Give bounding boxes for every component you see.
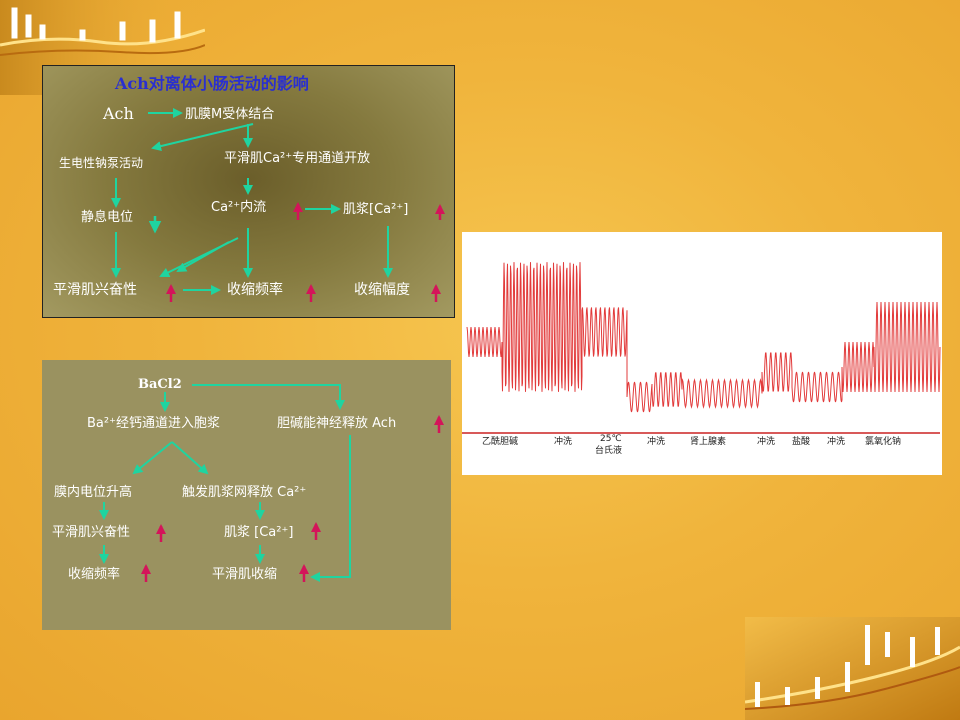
ach-effect-diagram: Ach对离体小肠活动的影响 Ach 肌膜M受体结合 生电性钠泵活动 平滑肌Ca²…: [42, 65, 455, 318]
label-wash-4: 冲洗: [827, 437, 846, 447]
membrane-potential-label: 膜内电位升高: [54, 485, 133, 500]
label-adrenaline: 肾上腺素: [690, 437, 727, 447]
label-hcl: 盐酸: [792, 437, 811, 447]
diagram-title: Ach对离体小肠活动的影响: [115, 74, 309, 93]
label-tyrode: 台氏液: [595, 446, 623, 456]
contraction-label: 平滑肌收缩: [212, 567, 278, 582]
cholinergic-label: 胆碱能神经释放 Ach: [277, 416, 397, 431]
contraction-trace: [462, 262, 941, 434]
sodium-pump-label: 生电性钠泵活动: [59, 156, 144, 170]
excitability-label-2: 平滑肌兴奋性: [52, 525, 131, 540]
contraction-trace-figure: 乙酰胆碱 冲洗 25℃ 台氏液 冲洗 肾上腺素 冲洗 盐酸 冲洗 氯氧化钠: [462, 232, 942, 475]
trigger-release-label: 触发肌浆网释放 Ca²⁺: [182, 485, 307, 500]
label-wash-2: 冲洗: [647, 437, 666, 447]
ca-channel-label: 平滑肌Ca²⁺专用通道开放: [224, 151, 371, 166]
frequency-label-2: 收缩频率: [68, 567, 121, 582]
sarcoplasm-ca-label-2: 肌浆 [Ca²⁺]: [224, 525, 294, 540]
ca-influx-label: Ca²⁺内流: [211, 200, 267, 215]
candlestick-decoration-bottom-right: [745, 617, 960, 720]
bacl2-effect-diagram: BaCl2 Ba²⁺经钙通道进入胞浆 胆碱能神经释放 Ach 膜内电位升高 触发…: [42, 360, 451, 630]
ach-label: Ach: [103, 104, 134, 123]
label-wash-3: 冲洗: [757, 437, 776, 447]
receptor-label: 肌膜M受体结合: [185, 107, 275, 122]
excitability-label: 平滑肌兴奋性: [53, 282, 137, 298]
sarcoplasm-ca-label: 肌浆[Ca²⁺]: [343, 202, 409, 217]
label-wash-1: 冲洗: [554, 437, 573, 447]
bacl2-label: BaCl2: [138, 377, 182, 392]
label-25c: 25℃: [600, 434, 622, 444]
trace-line: [466, 262, 941, 413]
label-naoh: 氯氧化钠: [865, 437, 902, 447]
amplitude-label: 收缩幅度: [354, 282, 410, 298]
resting-potential-label: 静息电位: [81, 210, 134, 225]
label-acetylcholine: 乙酰胆碱: [482, 437, 519, 447]
ba-entry-label: Ba²⁺经钙通道进入胞浆: [87, 416, 220, 431]
frequency-label: 收缩频率: [227, 282, 283, 298]
